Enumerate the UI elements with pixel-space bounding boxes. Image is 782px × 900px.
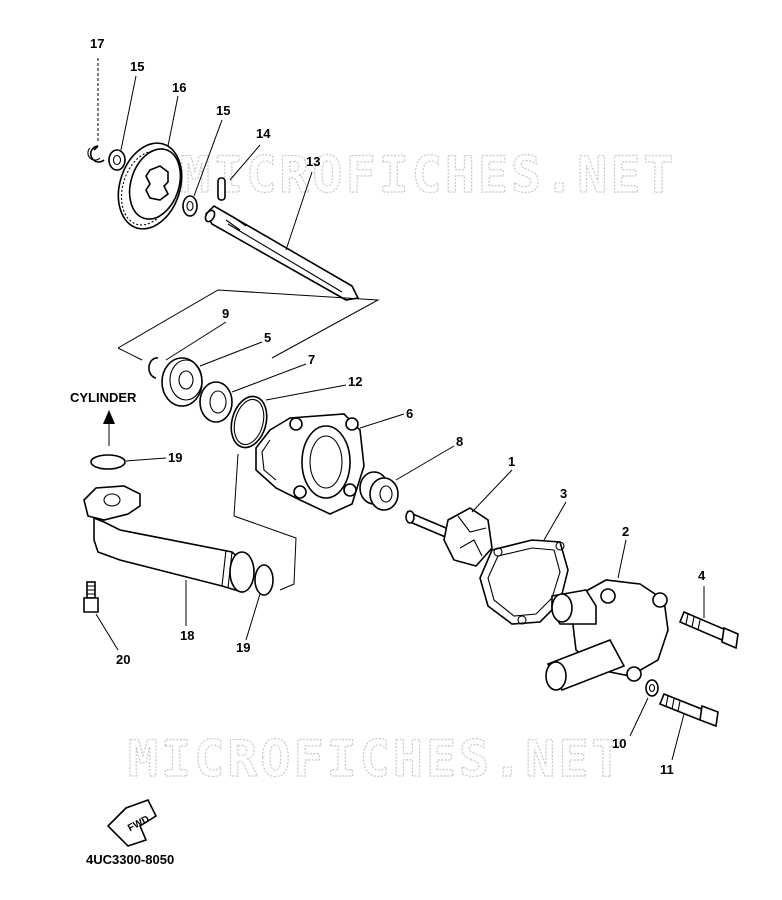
part-5-bearing: [161, 357, 203, 407]
cylinder-label: CYLINDER: [70, 390, 137, 405]
callout-4: 4: [698, 568, 706, 583]
part-9-circlip: [148, 357, 159, 379]
cylinder-arrow-icon: [103, 410, 115, 446]
part-13-shaft: [204, 204, 360, 301]
part-14-pin: [217, 177, 226, 201]
part-12-o-ring: [230, 395, 268, 449]
callout-11: 11: [660, 762, 674, 777]
part-1-impeller: [405, 507, 493, 567]
callout-12: 12: [348, 374, 362, 389]
callout-15-right: 15: [216, 103, 230, 118]
callout-15-left: 15: [130, 59, 144, 74]
diagram-code: 4UC3300-8050: [86, 852, 174, 867]
fwd-arrow-icon: FWD: [106, 799, 158, 847]
watermark-top: MICROFICHES.NET: [180, 146, 677, 204]
part-16-gear: [117, 142, 183, 230]
callout-1: 1: [508, 454, 515, 469]
callout-2: 2: [622, 524, 629, 539]
callout-18: 18: [180, 628, 194, 643]
watermark-bottom: MICROFICHES.NET: [128, 730, 625, 788]
callout-5: 5: [264, 330, 271, 345]
part-17-circlip: [87, 145, 105, 163]
callout-3: 3: [560, 486, 567, 501]
callout-19-top: 19: [168, 450, 182, 465]
callout-13: 13: [306, 154, 320, 169]
callout-20: 20: [116, 652, 130, 667]
part-4-bolt: [678, 610, 739, 650]
part-15-washer-left: [108, 149, 126, 171]
part-19-o-ring-top: [90, 454, 126, 470]
part-6-pump-housing: [255, 413, 365, 515]
part-3-gasket: [479, 539, 569, 625]
callout-17: 17: [90, 36, 104, 51]
callout-14: 14: [256, 126, 271, 141]
callout-10: 10: [612, 736, 626, 751]
part-10-washer: [645, 679, 659, 697]
callout-8: 8: [456, 434, 463, 449]
callout-6: 6: [406, 406, 413, 421]
part-2-pump-cover: [545, 579, 669, 692]
callout-19-bottom: 19: [236, 640, 250, 655]
part-11-bolt: [658, 692, 719, 728]
callout-16: 16: [172, 80, 186, 95]
part-8-mechanical-seal: [359, 471, 399, 511]
callout-9: 9: [222, 306, 229, 321]
part-15-washer-right: [182, 195, 198, 217]
part-20-bolt: [83, 581, 99, 613]
callout-7: 7: [308, 352, 315, 367]
part-18-water-pipe: [83, 485, 255, 593]
part-7-seal: [199, 381, 233, 423]
part-19-o-ring-bottom: [254, 564, 274, 596]
